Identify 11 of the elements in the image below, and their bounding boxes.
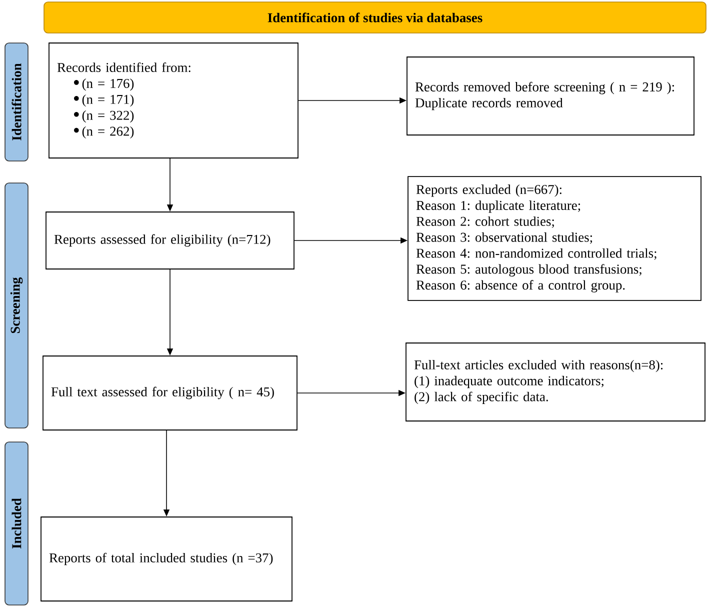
process-box: Full text assessed for eligibility ( n= 45): [42, 356, 298, 430]
header-banner: Identification of studies via databases: [44, 2, 706, 34]
process-box: Reports assessed for eligibility (n=712): [46, 212, 294, 270]
process-box: Full-text articles excluded with reasons(n=8): (1) inadequate outcome indicators; (2) lack of specific data.: [406, 342, 706, 422]
process-box: Records removed before screening ( n = 219 ): Duplicate records removed: [406, 56, 694, 136]
stage-tab: Screening: [4, 182, 28, 428]
process-box: Reports of total included studies (n =37): [40, 516, 292, 602]
stage-tab: Identification: [4, 42, 28, 162]
process-box: Records identified from: (n = 176) (n = 171) (n = 322) (n = 262): [48, 42, 298, 158]
stage-tab: Included: [4, 442, 28, 606]
process-box: Reports excluded (n=667): Reason 1: duplicate literature; Reason 2: cohort studies; Reason 3: observational studies; Reason 4: non-randomized controlled trials; Reason 5: autologous blood transfusions; Reason 6: absence of a control group.: [408, 176, 702, 301]
